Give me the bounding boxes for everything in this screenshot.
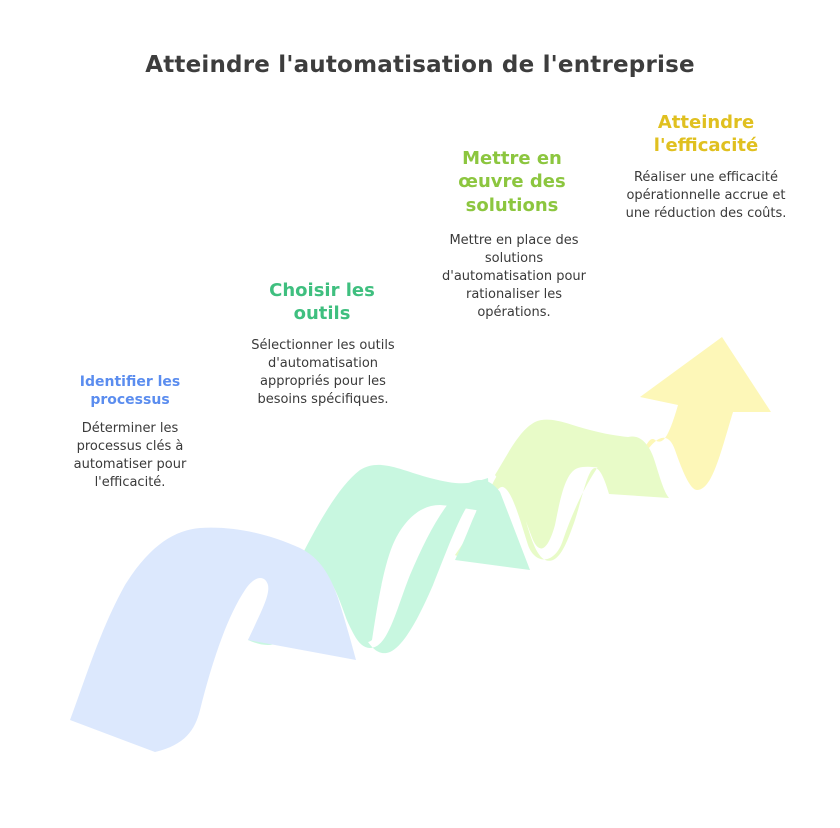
step-3-description: Mettre en place des solutions d'automati…: [442, 233, 586, 320]
step-3-title: Mettre en œuvre des solutions: [458, 148, 566, 216]
ribbon-segment-4: [640, 337, 771, 490]
step-4-title: Atteindre l'efficacité: [653, 112, 759, 157]
step-2-title: Choisir les outils: [269, 280, 375, 325]
step-1-title: Identifier les processus: [79, 374, 181, 409]
step-4-description: Réaliser une efficacité opérationnelle a…: [625, 170, 787, 221]
ribbon-segment-2-body: [303, 464, 490, 643]
page-title: Atteindre l'automatisation de l'entrepri…: [145, 52, 695, 78]
ribbon-segment-3-body: [495, 419, 628, 549]
step-2-description: Sélectionner les outils d'automatisation…: [251, 338, 395, 407]
step-1-description: Déterminer les processus clés à automati…: [73, 421, 187, 490]
ribbon-segment-3: [455, 436, 669, 561]
ribbon-segment-1: [70, 527, 356, 752]
